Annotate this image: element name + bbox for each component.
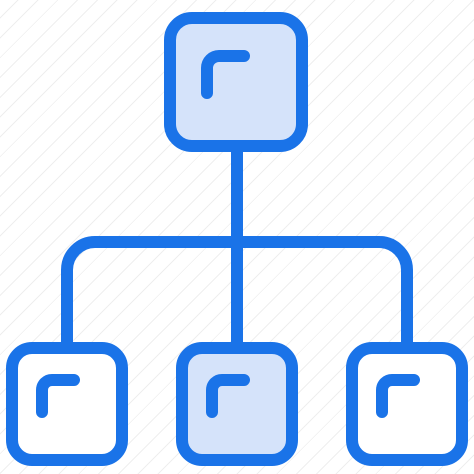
child-node-box-right — [346, 342, 468, 466]
connector-lines — [61, 140, 413, 354]
branch-left-line — [61, 236, 243, 354]
root-node-box — [164, 12, 308, 152]
branch-right-line — [231, 236, 413, 354]
corner-bracket-icon — [376, 374, 420, 418]
corner-bracket-icon — [201, 50, 250, 99]
corner-bracket-icon — [36, 374, 80, 418]
child-node-box-center — [176, 342, 298, 466]
corner-bracket-icon — [206, 374, 250, 418]
child-node-box-left — [6, 342, 128, 466]
